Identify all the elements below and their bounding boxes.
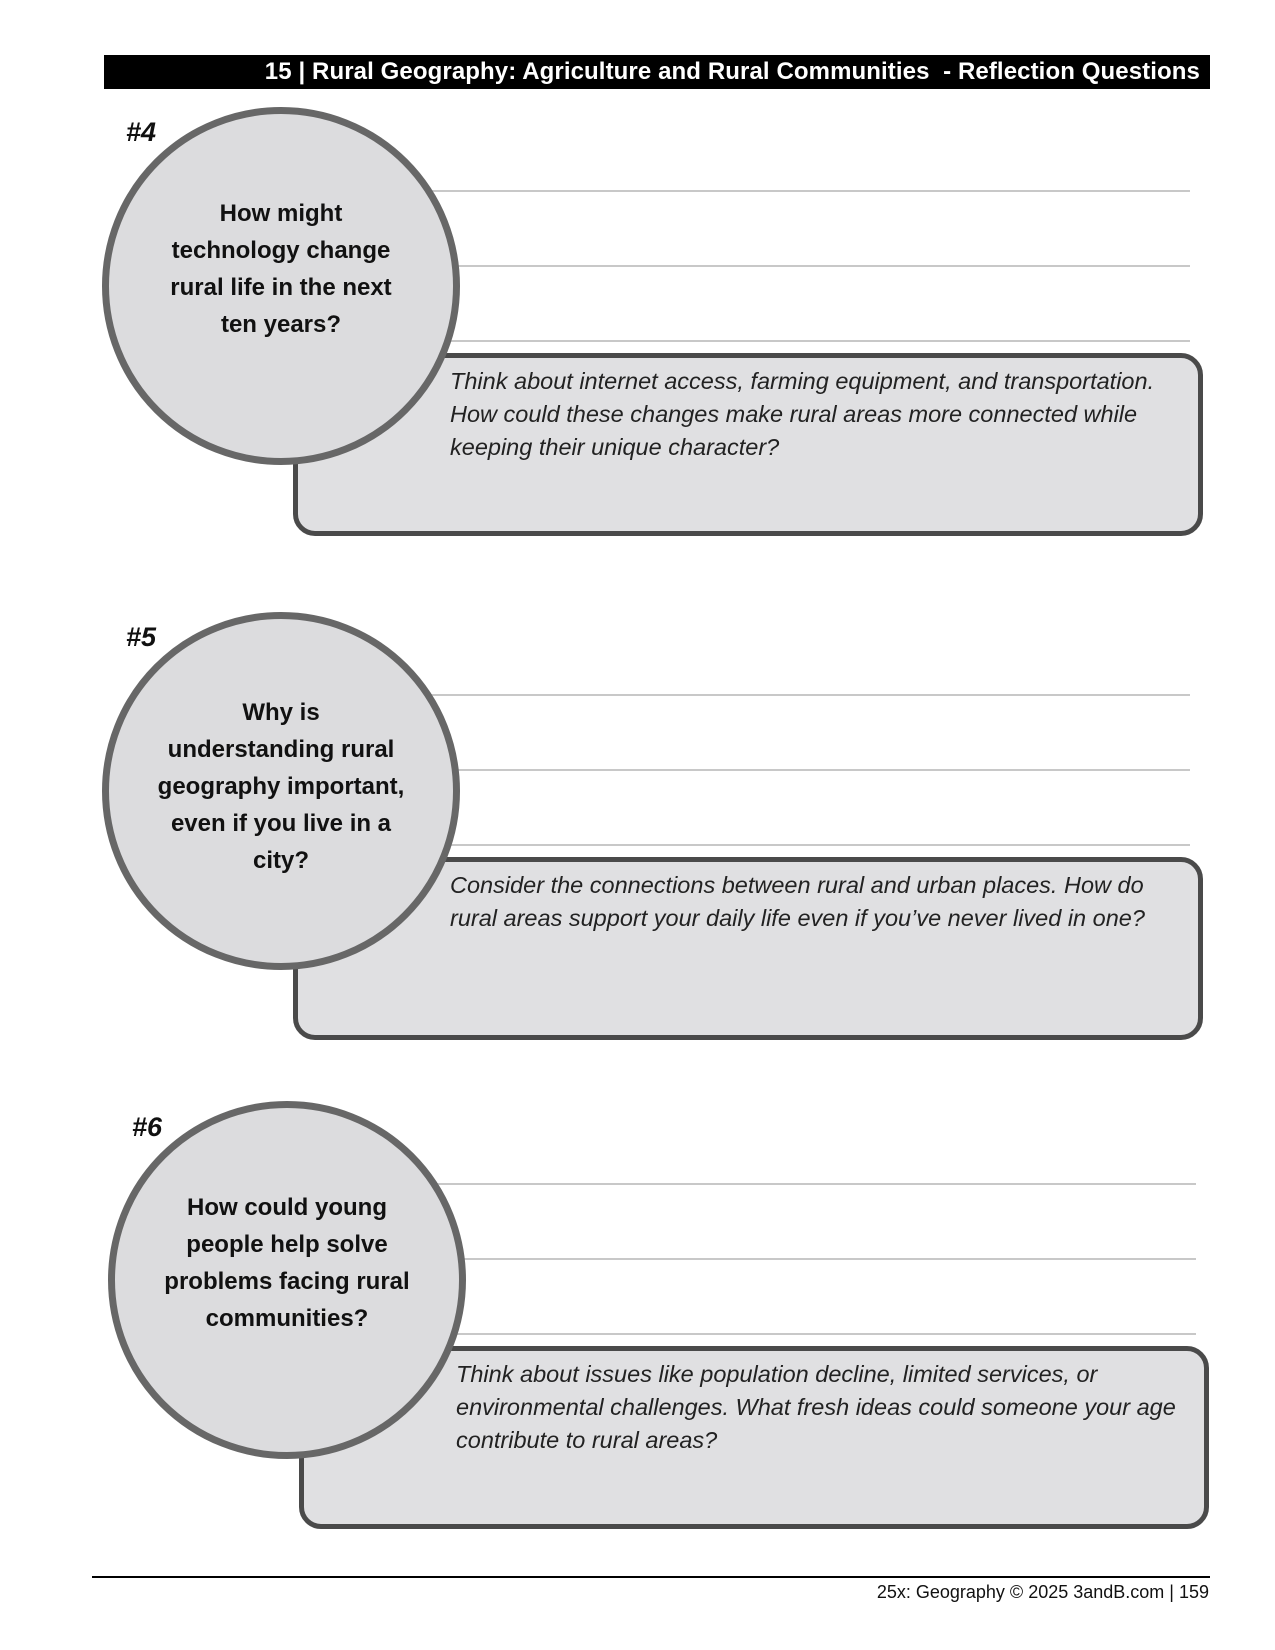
answer-line[interactable] <box>436 1183 1196 1185</box>
answer-line[interactable] <box>436 1333 1196 1335</box>
question-circle: Why is understanding rural geography imp… <box>102 612 460 970</box>
hint-box <box>299 1346 1209 1529</box>
question-block-5: #5 Consider the connections between rura… <box>0 0 1275 1040</box>
answer-line[interactable] <box>430 265 1190 267</box>
hint-text: Consider the connections between rural a… <box>450 872 1145 931</box>
answer-line[interactable] <box>430 190 1190 192</box>
question-circle: How could young people help solve proble… <box>108 1101 466 1459</box>
question-number: #6 <box>132 1112 163 1142</box>
question-block-4: #4 Think about internet access, farming … <box>0 0 1275 536</box>
answer-line[interactable] <box>430 694 1190 696</box>
hint-text: Think about issues like population decli… <box>456 1361 1176 1453</box>
question-circle: How might technology change rural life i… <box>102 107 460 465</box>
question-text: Why is understanding rural geography imp… <box>157 698 405 874</box>
question-text: How could young people help solve proble… <box>164 1194 410 1332</box>
question-block-6: #6 Think about issues like population de… <box>0 0 1275 1529</box>
answer-line[interactable] <box>430 844 1190 846</box>
question-number: #4 <box>126 117 157 147</box>
page-header-bar: 15 | Rural Geography: Agriculture and Ru… <box>104 55 1210 89</box>
page-title: 15 | Rural Geography: Agriculture and Ru… <box>264 58 1200 85</box>
question-number: #5 <box>126 622 157 652</box>
hint-text: Think about internet access, farming equ… <box>450 368 1155 460</box>
answer-line[interactable] <box>430 769 1190 771</box>
hint-box <box>293 857 1203 1040</box>
answer-line[interactable] <box>436 1258 1196 1260</box>
question-text: How might technology change rural life i… <box>170 200 392 338</box>
page-footer: 25x: Geography © 2025 3andB.com | 159 <box>876 1582 1209 1602</box>
footer-divider <box>92 1576 1210 1578</box>
answer-line[interactable] <box>430 340 1190 342</box>
